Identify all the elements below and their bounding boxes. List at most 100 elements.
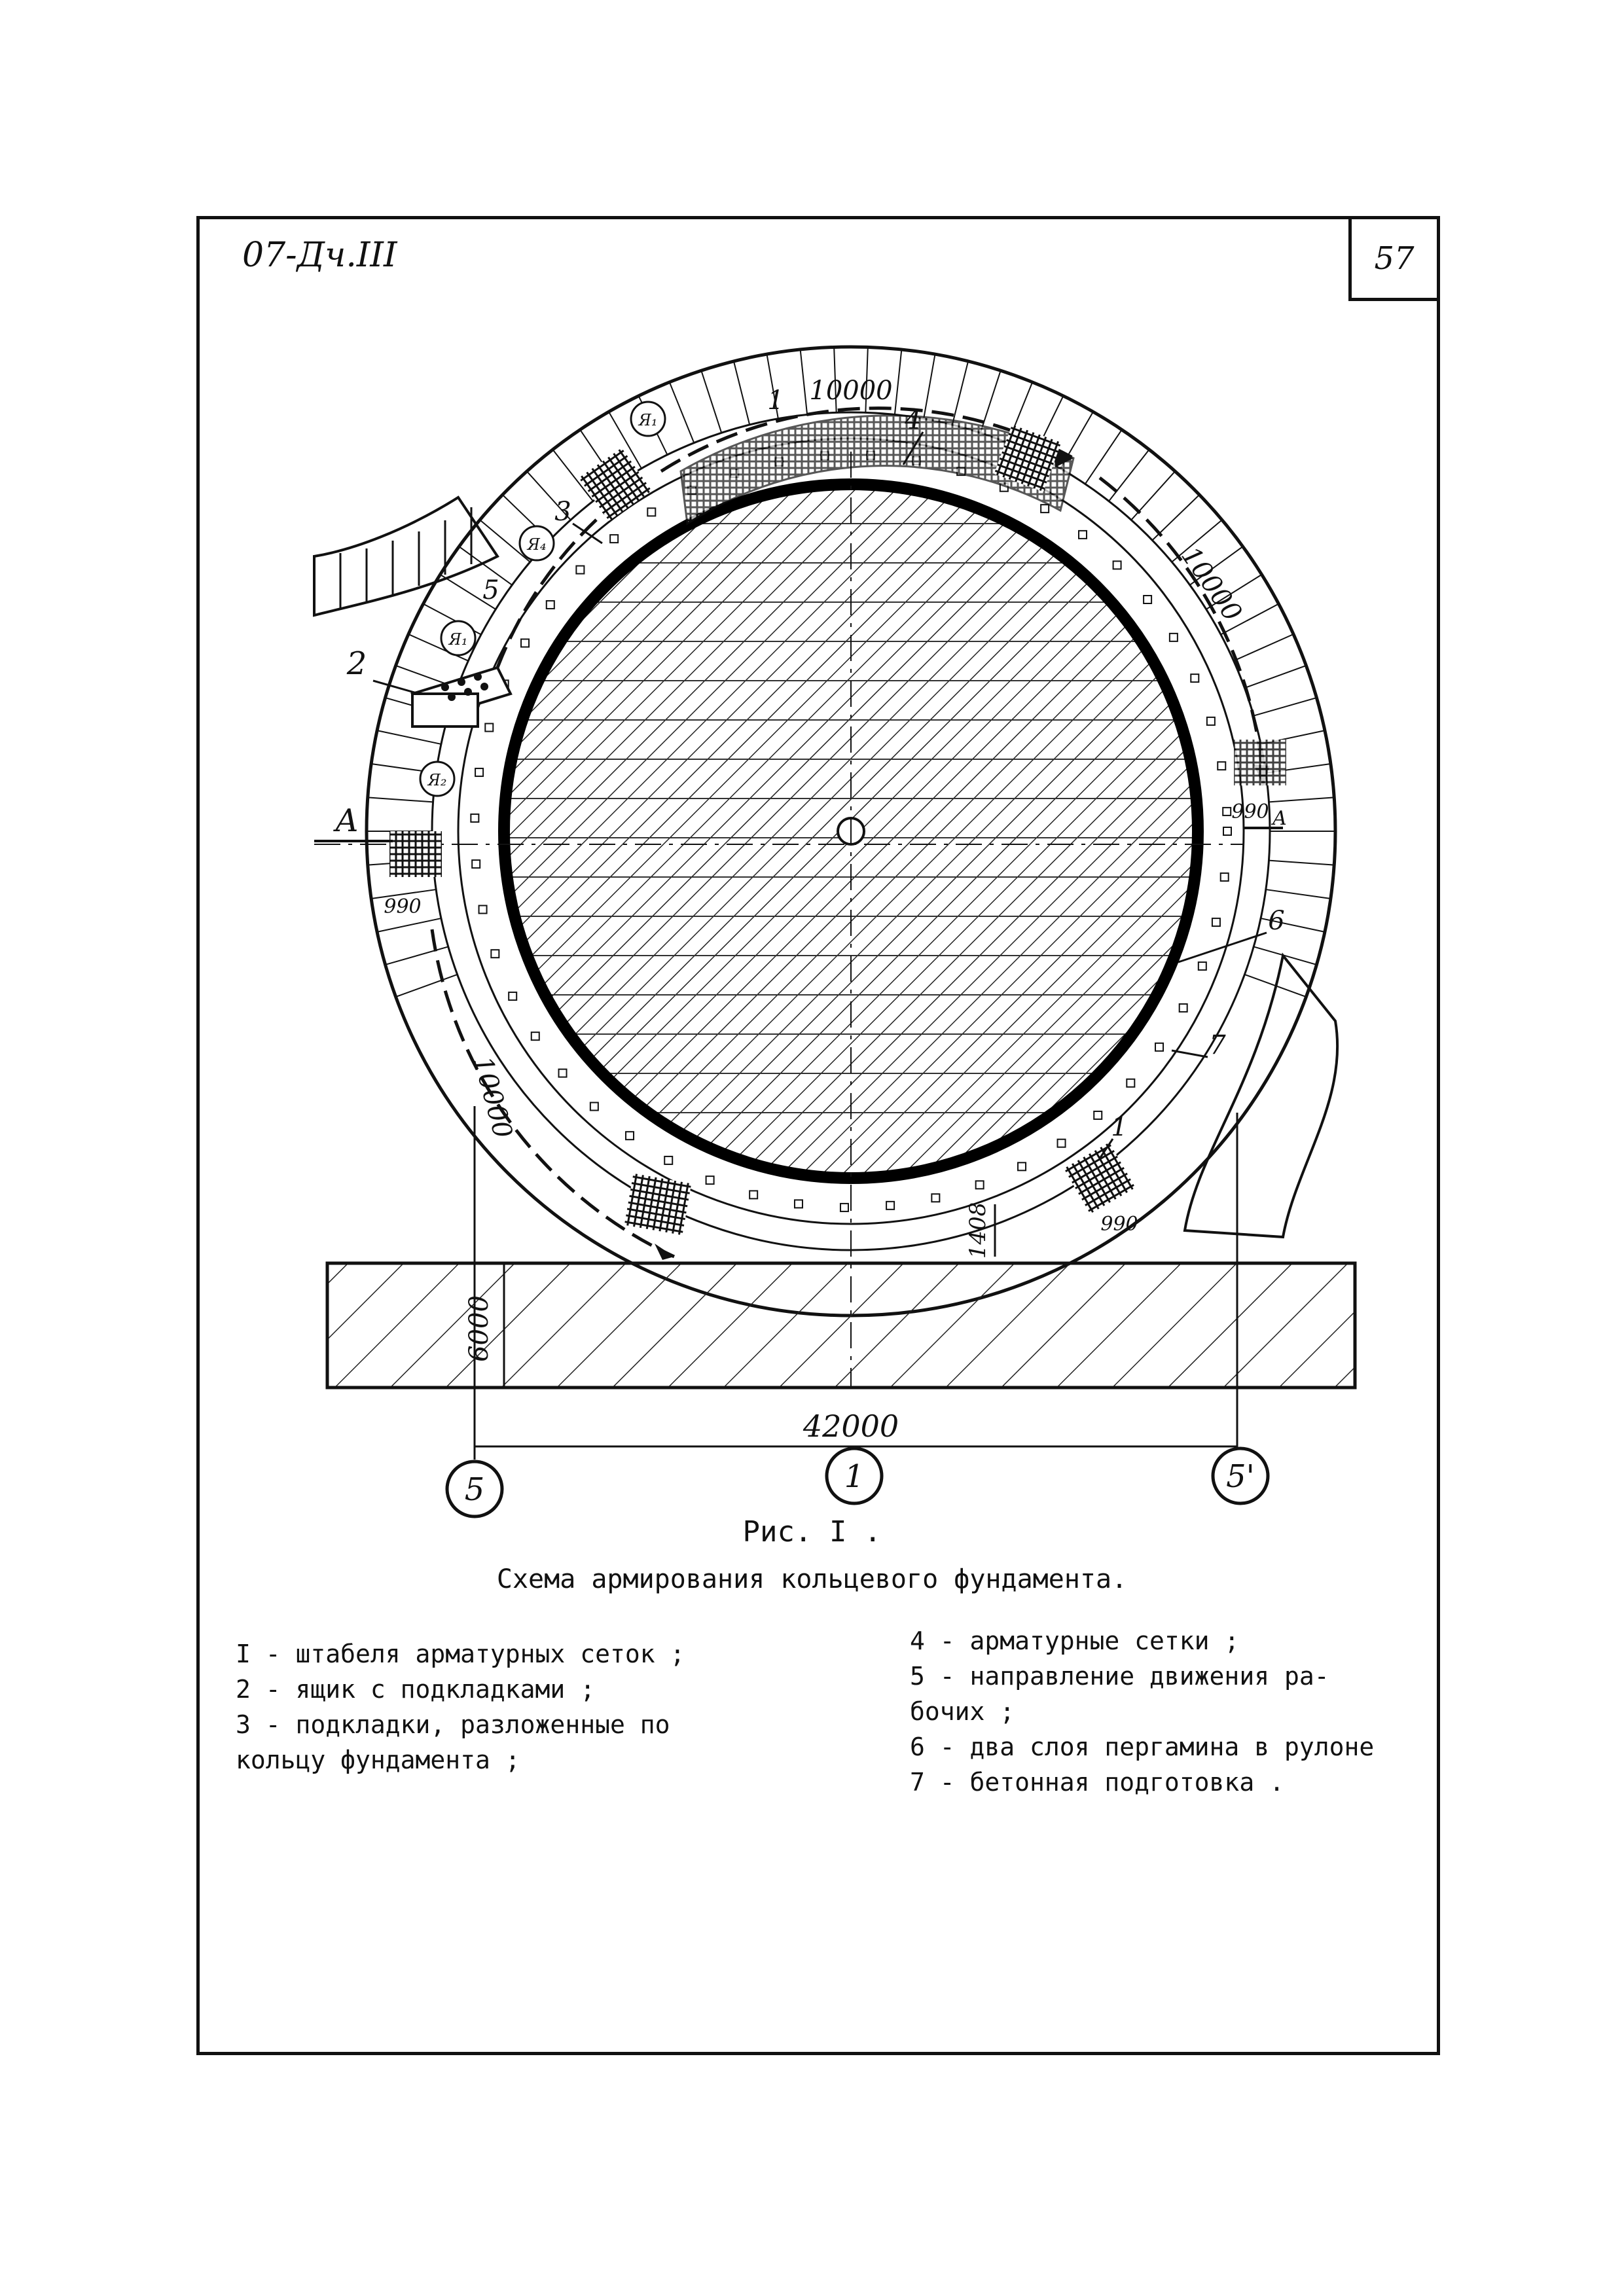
- mesh-stack-bottom-right: [1064, 1142, 1136, 1214]
- pad-marker: [530, 1031, 540, 1041]
- dim-990-bottom-label: 990: [1100, 1213, 1138, 1236]
- pad-box: [410, 666, 513, 728]
- callout-6: 6: [1268, 906, 1284, 936]
- ring-tick: [951, 361, 969, 425]
- ring-tick: [1206, 574, 1263, 610]
- ring-tick: [865, 347, 869, 413]
- pad-marker: [545, 600, 555, 609]
- callout-2: 2: [346, 645, 367, 682]
- callout-1-bottom: 1: [1111, 1112, 1127, 1142]
- tag-d: Я₂: [427, 771, 446, 789]
- legend-item: I - штабеля арматурных сеток ;: [236, 1640, 685, 1668]
- pad-marker: [490, 949, 500, 959]
- tag-a: Я₁: [638, 411, 657, 429]
- ring-tick: [1233, 634, 1294, 662]
- ring-tick: [376, 918, 442, 933]
- pad-marker: [1155, 1042, 1164, 1052]
- mesh-stack-top-right: [994, 424, 1062, 492]
- legend-item: бочих ;: [910, 1697, 1015, 1726]
- callout-leaders: [372, 431, 1267, 1159]
- callout-5: 5: [482, 575, 499, 605]
- ring-tick: [1108, 449, 1150, 502]
- callout-4: 4: [904, 405, 921, 435]
- legend-item: 3 - подкладки, разложенные по: [236, 1710, 670, 1739]
- pad-marker: [1178, 1003, 1188, 1013]
- pad-marker: [705, 1175, 715, 1185]
- axis-bubble-right: [1211, 1446, 1270, 1505]
- dim-42000-label: 42000: [803, 1408, 899, 1444]
- ring-tick: [1265, 889, 1331, 899]
- pad-marker: [558, 1068, 568, 1078]
- ring-tick: [700, 370, 723, 433]
- pad-marker: [1093, 1110, 1103, 1120]
- callout-3: 3: [554, 497, 571, 527]
- pad-marker: [1197, 961, 1207, 971]
- pad-marker: [1223, 827, 1232, 836]
- mesh-stack-left: [389, 831, 442, 877]
- legend-right: 4 - арматурные сетки ; 5 - направление д…: [910, 1623, 1374, 1800]
- legend-item: 7 - бетонная подготовка .: [910, 1768, 1284, 1797]
- dim-6000-label: 6000: [464, 1295, 494, 1362]
- dim-990-left-label: 990: [384, 895, 421, 918]
- ring-tick: [1189, 546, 1244, 586]
- pad-marker: [1217, 761, 1227, 771]
- sheet-number: 57: [1374, 240, 1415, 277]
- ring-tick: [408, 634, 469, 662]
- drawing-frame: [196, 216, 1440, 2055]
- ring-tick: [385, 946, 449, 965]
- figure-title: Рис. I .: [742, 1515, 882, 1549]
- section-label-left: А: [333, 802, 359, 839]
- pad-marker: [520, 638, 530, 648]
- mesh-stack-right: [1234, 740, 1286, 785]
- pad-marker: [589, 1102, 599, 1111]
- mesh-stack-top-left: [579, 448, 652, 521]
- legend-item: 6 - два слоя пергамина в рулоне: [910, 1732, 1375, 1761]
- pad-marker: [1056, 1138, 1066, 1148]
- legend-left: I - штабеля арматурных сеток ; 2 - ящик …: [236, 1636, 685, 1778]
- mesh-stack-bottom-left: [624, 1173, 692, 1236]
- ring-tick: [923, 354, 936, 419]
- left-bank: [313, 495, 499, 617]
- ring-tick: [552, 449, 594, 502]
- callout-1-top: 1: [767, 386, 784, 416]
- ring-tick: [766, 354, 779, 419]
- ring-tick: [1171, 519, 1223, 563]
- pad-marker: [471, 859, 481, 869]
- pad-marker: [1143, 594, 1153, 604]
- pad-marker: [931, 1193, 941, 1203]
- movement-arrows: [430, 406, 1265, 1259]
- ring-tick: [376, 730, 442, 745]
- legend-item: кольцу фундамента ;: [236, 1746, 520, 1774]
- pad-marker: [1078, 529, 1088, 539]
- ring-tick: [733, 361, 751, 425]
- tag-c: Я₄: [526, 535, 546, 554]
- pad-marker: [478, 905, 488, 914]
- ring-tick: [608, 411, 642, 469]
- pad-marker: [470, 813, 480, 823]
- sheet-number-box: 57: [1348, 216, 1440, 301]
- ring-tick: [1244, 664, 1307, 689]
- pad-marker: [1017, 1162, 1027, 1172]
- ring-tick: [367, 797, 433, 803]
- pad-marker: [975, 1180, 984, 1190]
- section-label-right: А: [1271, 807, 1288, 830]
- pad-marker: [839, 1202, 849, 1212]
- ring-tick: [1253, 697, 1317, 717]
- ring-tick: [1220, 603, 1279, 636]
- axis-label-right: 5': [1226, 1458, 1255, 1495]
- pad-marker: [1190, 673, 1200, 683]
- dim-990-right-label: 990: [1231, 800, 1269, 823]
- legend-item: 2 - ящик с подкладками ;: [236, 1675, 596, 1704]
- pad-marker: [886, 1200, 895, 1210]
- figure-subtitle: Схема армирования кольцевого фундамента.: [496, 1564, 1128, 1594]
- axis-bubble-left: [445, 1460, 504, 1518]
- ring-tick: [526, 471, 571, 521]
- legend-item: 5 - направление движения ра-: [910, 1662, 1329, 1691]
- left-bank-ticks: [339, 507, 473, 609]
- ring-tick: [1085, 429, 1123, 484]
- pad-marker: [1206, 716, 1216, 726]
- pad-marker: [484, 723, 494, 732]
- ground-strip: [325, 1261, 1357, 1390]
- ring-tick: [371, 889, 437, 899]
- callout-7: 7: [1209, 1030, 1226, 1060]
